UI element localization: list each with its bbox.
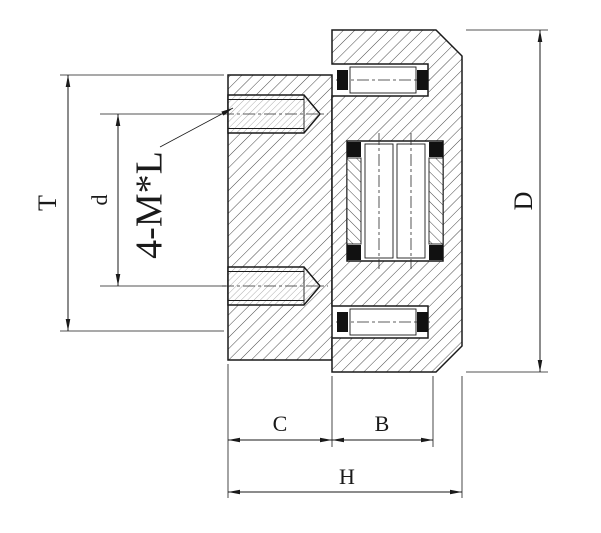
inner-race-right: [428, 157, 444, 245]
top-roller: [336, 66, 430, 94]
top-seal-left: [337, 70, 348, 90]
bottom-roller: [336, 308, 430, 336]
dim-H: H: [228, 376, 463, 498]
dim-B: B: [332, 376, 434, 447]
inner-race-left: [346, 157, 362, 245]
thread-callout-label: 4-M*L: [129, 151, 171, 259]
dim-T: T: [33, 74, 224, 332]
dim-C: C: [227, 364, 333, 498]
bottom-seal-right: [417, 312, 428, 332]
corner-seal-bottom-left: [347, 245, 361, 260]
thread-callout: 4-M*L: [129, 107, 234, 259]
dim-D: D: [466, 29, 548, 373]
corner-seal-top-right: [429, 142, 443, 157]
thread-hole-bottom: [222, 266, 328, 306]
dim-D-label: D: [509, 192, 538, 211]
dim-B-label: B: [375, 411, 390, 436]
thread-callout-leader-line: [159, 107, 234, 148]
dim-d: d: [87, 113, 226, 287]
top-seal-right: [417, 70, 428, 90]
corner-seal-bottom-right: [429, 245, 443, 260]
dim-d-label: d: [87, 195, 112, 206]
bottom-seal-left: [337, 312, 348, 332]
dim-H-label: H: [339, 464, 355, 489]
dim-T-label: T: [33, 195, 62, 211]
corner-seal-top-left: [347, 142, 361, 157]
thread-hole-top: [222, 94, 328, 134]
dim-C-label: C: [273, 411, 288, 436]
bearing-cavity: [346, 133, 444, 269]
